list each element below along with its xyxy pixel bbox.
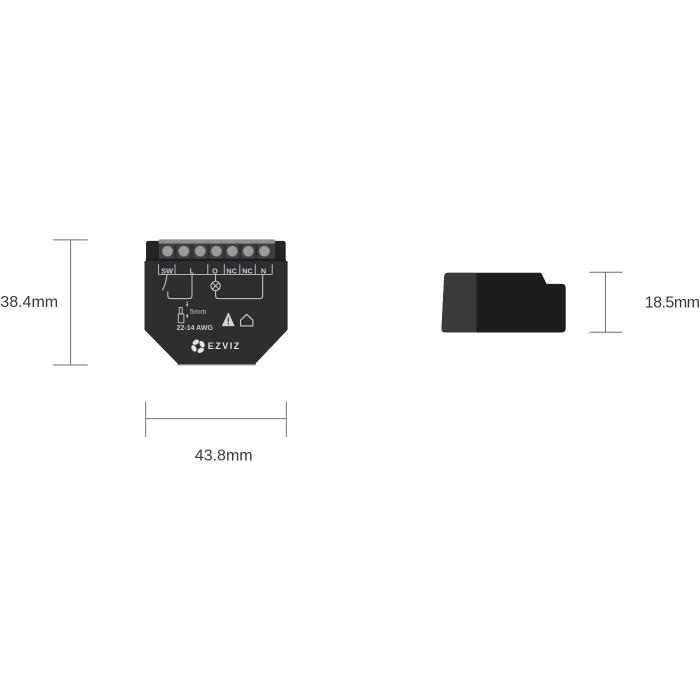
svg-text:NC: NC [242, 267, 253, 276]
svg-text:22-14 AWG: 22-14 AWG [177, 325, 214, 332]
svg-text:43.8mm: 43.8mm [195, 447, 253, 464]
svg-text:NC: NC [226, 267, 237, 276]
svg-text:N: N [261, 267, 266, 276]
svg-text:18.5mm: 18.5mm [645, 295, 700, 312]
svg-text:O: O [212, 267, 218, 276]
svg-text:EZVIZ: EZVIZ [208, 341, 241, 351]
svg-text:5mm: 5mm [190, 309, 207, 316]
svg-text:L: L [190, 267, 195, 276]
svg-text:SW: SW [161, 267, 173, 276]
svg-text:38.4mm: 38.4mm [0, 294, 58, 311]
